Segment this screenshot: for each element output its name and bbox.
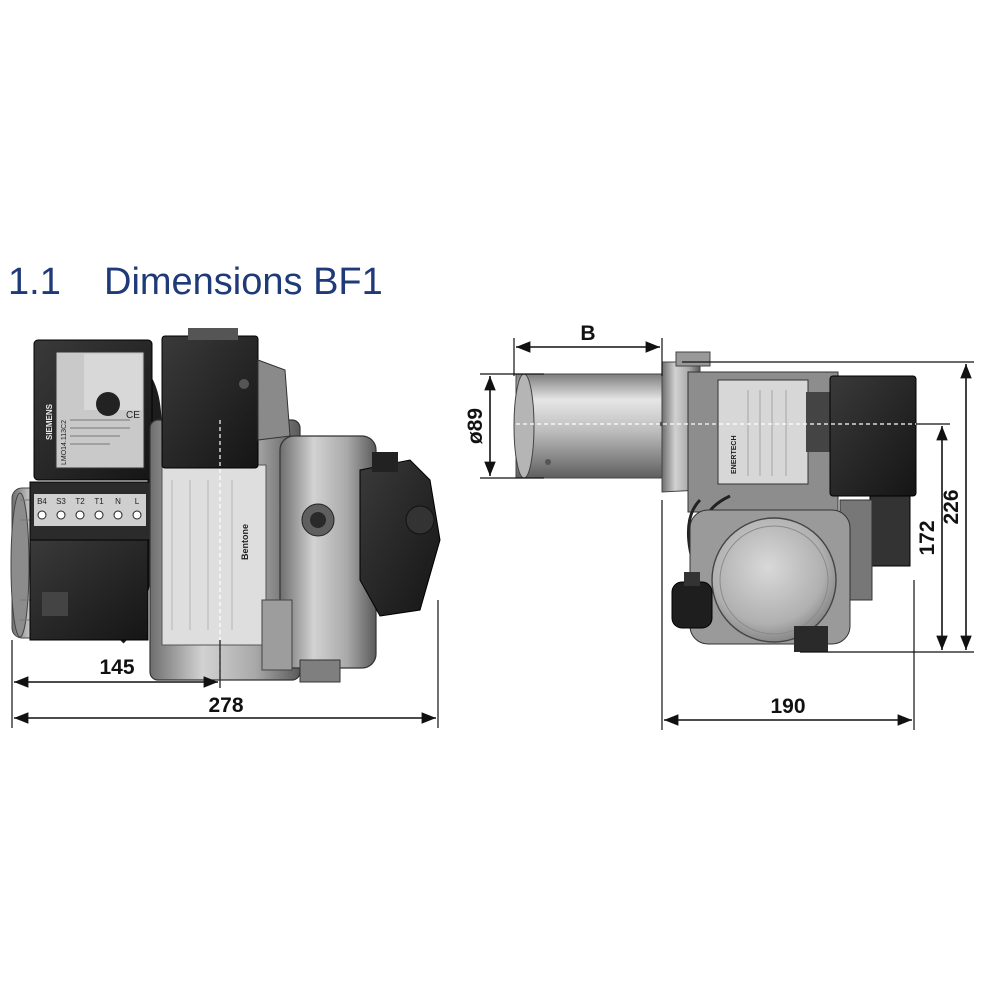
burner-side-view: SIEMENS LMO14.113C2 CE B4 S3 T2 T1 N L Benton…	[10, 328, 441, 728]
dimension-278-label: 278	[208, 694, 243, 717]
oil-connector	[671, 572, 713, 629]
control-box: SIEMENS LMO14.113C2 CE	[33, 339, 153, 481]
dimension-190: 190	[661, 500, 915, 730]
dimension-172-label: 172	[916, 520, 939, 555]
dimension-diameter-label: ø89	[464, 408, 487, 444]
dimension-145: 145	[11, 640, 221, 728]
dimension-diameter: ø89	[464, 373, 544, 479]
terminal-label: N	[115, 497, 121, 506]
front-body: ENERTECH	[687, 371, 917, 601]
terminal-label: B4	[37, 497, 47, 506]
control-box-brand: SIEMENS	[45, 403, 54, 440]
terminal-screw	[132, 510, 142, 520]
control-box-model: LMO14.113C2	[61, 420, 68, 465]
burner-front-view: ENERTECH B	[464, 322, 974, 730]
terminal-screw	[56, 510, 66, 520]
motor	[689, 509, 851, 652]
terminal-strip: B4 S3 T2 T1 N L	[29, 481, 151, 641]
terminal-label: T2	[75, 497, 85, 506]
terminal-screw	[37, 510, 47, 520]
section-heading: 1.1 Dimensions BF1	[8, 254, 383, 310]
pump-housing	[257, 359, 441, 683]
dimension-172: 172	[916, 423, 950, 650]
terminal-screw	[113, 510, 123, 520]
dimension-278: 278	[13, 600, 439, 728]
dimension-b-label: B	[580, 322, 595, 345]
dimension-190-label: 190	[770, 695, 805, 718]
blast-tube	[513, 373, 667, 479]
valve-brand: Bentone	[240, 524, 250, 560]
dimension-226-label: 226	[940, 489, 963, 524]
section-title: Dimensions BF1	[104, 261, 383, 303]
terminal-screw	[94, 510, 104, 520]
dimension-145-label: 145	[99, 656, 134, 679]
dimension-b: B	[513, 322, 663, 376]
terminal-label: L	[135, 497, 140, 506]
terminal-screw	[75, 510, 85, 520]
ce-mark: CE	[126, 410, 140, 421]
front-badge: ENERTECH	[731, 435, 738, 474]
terminal-label: T1	[94, 497, 104, 506]
terminal-label: S3	[56, 497, 66, 506]
section-number: 1.1	[8, 261, 61, 303]
